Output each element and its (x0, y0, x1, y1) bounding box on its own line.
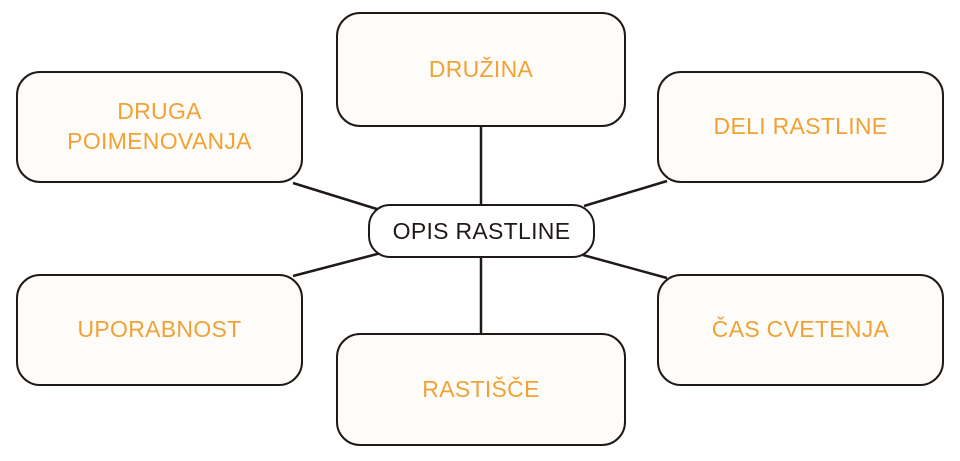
connector-cas-cvetenja (582, 253, 668, 280)
center-node: OPIS RASTLINE (368, 204, 595, 258)
node-druzina: DRUŽINA (336, 12, 626, 127)
node-cas-cvetenja-label: ČAS CVETENJA (711, 316, 890, 343)
node-cas-cvetenja: ČAS CVETENJA (657, 274, 944, 386)
node-rastisce-label: RASTIŠČE (422, 375, 540, 402)
node-druzina-label: DRUŽINA (428, 55, 534, 82)
connector-druga-poimenovanja (292, 181, 381, 212)
node-deli-rastline: DELI RASTLINE (657, 71, 944, 183)
node-uporabnost: UPORABNOST (16, 274, 303, 386)
connector-uporabnost (292, 251, 382, 278)
node-druga-poimenovanja: DRUGA POIMENOVANJA (16, 71, 303, 183)
node-deli-rastline-label: DELI RASTLINE (713, 113, 888, 140)
node-druga-poimenovanja-label: DRUGA POIMENOVANJA (67, 98, 252, 154)
center-node-label: OPIS RASTLINE (392, 217, 571, 244)
connector-deli-rastline (583, 179, 668, 208)
node-uporabnost-label: UPORABNOST (77, 316, 242, 343)
node-rastisce: RASTIŠČE (336, 333, 626, 446)
